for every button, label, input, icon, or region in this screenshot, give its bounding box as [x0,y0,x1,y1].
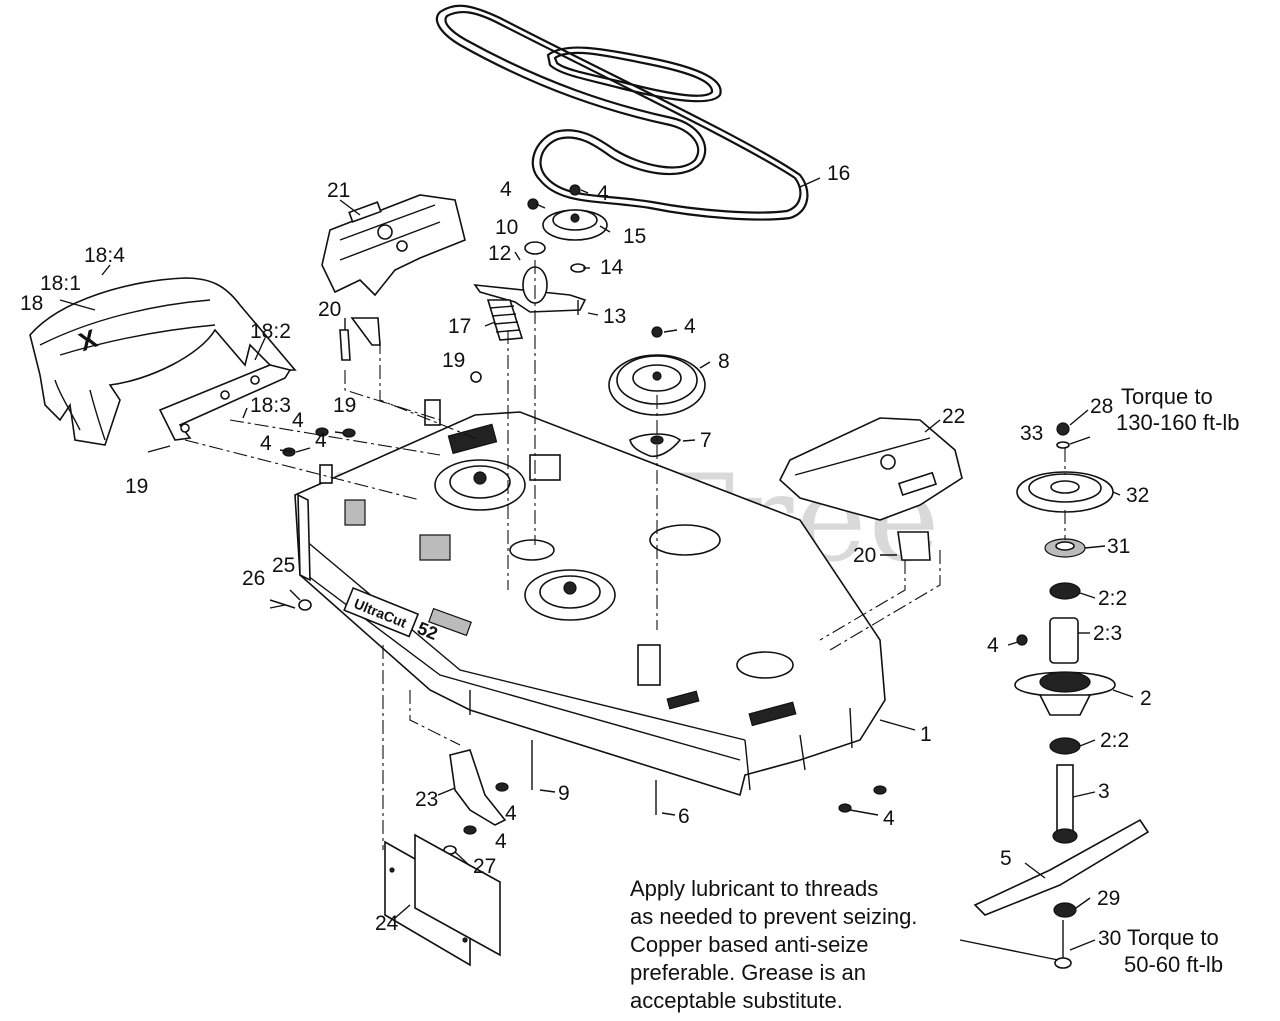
note-line-2: as needed to prevent seizing. [630,904,917,929]
callout-27: 27 [473,855,496,878]
left-bracket [158,364,292,441]
callout-4-bracket-b: 4 [315,429,327,452]
callout-23: 23 [415,788,438,811]
torque-bottom-line2: 50-60 ft-lb [1124,952,1223,977]
right-pulley-cover [779,417,963,521]
callout-5: 5 [1000,847,1012,870]
left-pulley-cover [321,194,466,297]
callout-6: 6 [678,805,690,828]
torque-notes: Torque to 130-160 ft-lb Torque to 50-60 … [1116,384,1240,977]
callout-20-left: 20 [318,298,341,321]
callout-18: 18 [20,292,43,315]
callout-10: 10 [495,216,518,239]
callout-1: 1 [920,723,932,746]
callout-13: 13 [603,305,626,328]
callout-2: 2 [1140,687,1152,710]
callout-19-left: 19 [125,475,148,498]
callout-20-right: 20 [853,544,876,567]
callout-12: 12 [488,242,511,265]
callout-4-deck: 4 [883,807,895,830]
callout-21: 21 [327,179,350,202]
lubricant-note: Apply lubricant to threads as needed to … [630,876,917,1013]
callout-4-bracket-c: 4 [260,432,272,455]
belt-drive [435,4,809,221]
callout-7: 7 [700,429,712,452]
idler-pulley [608,326,706,458]
callout-4-idler-right: 4 [597,182,609,205]
callout-18-4: 18:4 [84,244,125,267]
callout-33: 33 [1020,422,1043,445]
note-line-5: acceptable substitute. [630,988,843,1013]
note-line-1: Apply lubricant to threads [630,876,878,901]
torque-top-line2: 130-160 ft-lb [1116,410,1240,435]
callouts: 18:4 18:1 18 18:2 18:3 19 19 19 21 20 20… [20,162,1152,950]
callout-19-mid: 19 [333,394,356,417]
callout-4-spindle: 4 [987,634,999,657]
callout-17: 17 [448,315,471,338]
callout-4-bracket-a: 4 [292,409,304,432]
callout-3: 3 [1098,780,1110,803]
callout-30: 30 [1098,927,1121,950]
mower-deck: UltraCut 52 [294,399,886,797]
callout-25: 25 [272,554,295,577]
callout-4-idler-left: 4 [500,178,512,201]
callout-16: 16 [827,162,850,185]
callout-4-baffle-b: 4 [495,830,507,853]
idler-assembly [473,184,608,341]
left-belt-cover: X [29,277,297,446]
callout-18-2: 18:2 [250,320,291,343]
callout-28: 28 [1090,395,1113,418]
torque-top-line1: Torque to [1121,384,1213,409]
callout-2-2-lower: 2:2 [1100,729,1129,752]
callout-32: 32 [1126,484,1149,507]
note-line-3: Copper based anti-seize [630,932,868,957]
callout-2-2-upper: 2:2 [1098,587,1127,610]
misc-hardware [147,317,931,967]
callout-4-baffle-a: 4 [505,802,517,825]
callout-14: 14 [600,256,624,279]
callout-29: 29 [1097,887,1120,910]
callout-9: 9 [558,782,570,805]
callout-19-top: 19 [442,349,465,372]
callout-8: 8 [718,350,730,373]
leader-lines [59,177,1134,961]
callout-2-3: 2:3 [1093,622,1122,645]
callout-26: 26 [242,567,265,590]
callout-15: 15 [623,225,646,248]
callout-24: 24 [375,912,399,935]
callout-18-3: 18:3 [250,394,291,417]
spindle-assembly [973,422,1150,969]
torque-bottom-line1: Torque to [1127,925,1219,950]
note-line-4: preferable. Grease is an [630,960,866,985]
callout-18-1: 18:1 [40,272,81,295]
assembly-lines [184,260,1066,850]
callout-22: 22 [942,405,965,428]
callout-4-pulley: 4 [684,315,696,338]
callout-31: 31 [1107,535,1130,558]
